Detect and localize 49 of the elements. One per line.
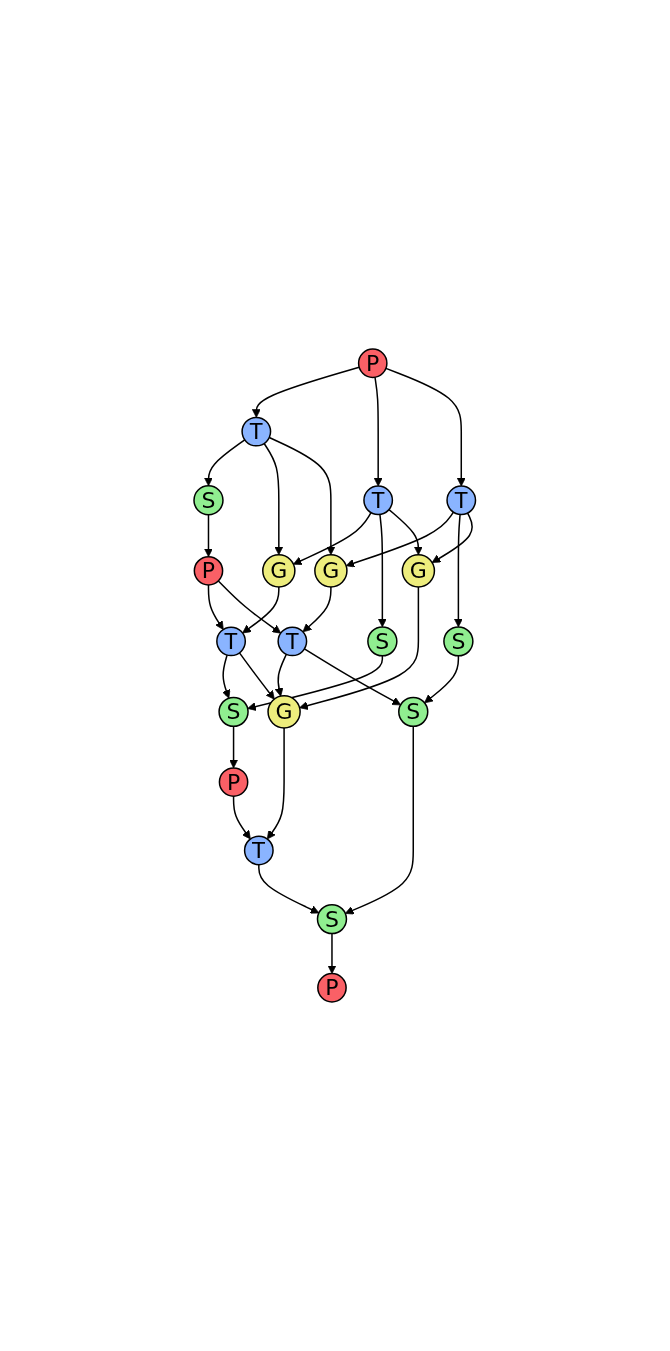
arrow: [229, 725, 239, 769]
arrow: [299, 586, 420, 710]
node-circle: G: [401, 554, 436, 588]
node-circle: P: [317, 972, 348, 1003]
node-circle: S: [443, 626, 474, 657]
arrow: [274, 653, 288, 697]
arrow: [204, 514, 214, 558]
node-circle: S: [317, 903, 348, 935]
arrow: [217, 580, 282, 634]
node-circle: G: [267, 695, 302, 729]
arrow: [302, 586, 332, 633]
node-circle: G: [314, 554, 348, 588]
node-circle: S: [398, 696, 429, 728]
node-circle: G: [262, 554, 296, 588]
arrow: [374, 376, 383, 487]
arrow: [204, 439, 246, 487]
node-circle: S: [218, 696, 250, 728]
node-circle: T: [277, 626, 308, 657]
node-circle: P: [358, 348, 388, 379]
arrow: [424, 655, 460, 704]
arrow: [239, 652, 275, 700]
arrow: [345, 511, 455, 568]
arrow: [345, 725, 415, 915]
arrow: [385, 367, 466, 487]
node-circle: T: [244, 835, 275, 866]
arrow: [432, 512, 474, 563]
arrow: [242, 586, 280, 634]
arrow: [293, 511, 372, 565]
arrow: [267, 727, 286, 840]
arrow: [258, 863, 320, 914]
node-circle: P: [218, 767, 249, 797]
arrow: [222, 654, 231, 699]
node-circle: T: [446, 485, 477, 516]
node-circle: S: [367, 626, 398, 657]
node-circle: P: [193, 555, 224, 586]
arrow: [327, 932, 337, 974]
arrow: [388, 508, 424, 556]
node-circle: T: [241, 416, 272, 447]
node-circle: S: [193, 485, 224, 516]
node-circle: T: [216, 626, 247, 657]
arrow: [303, 648, 402, 706]
arrow: [378, 513, 387, 628]
node-circle: T: [363, 485, 394, 516]
arrow: [454, 513, 464, 628]
arrow: [263, 442, 284, 556]
arrow: [252, 366, 361, 418]
arrow: [233, 795, 252, 840]
arrow: [208, 584, 224, 630]
arrow: [268, 436, 336, 556]
